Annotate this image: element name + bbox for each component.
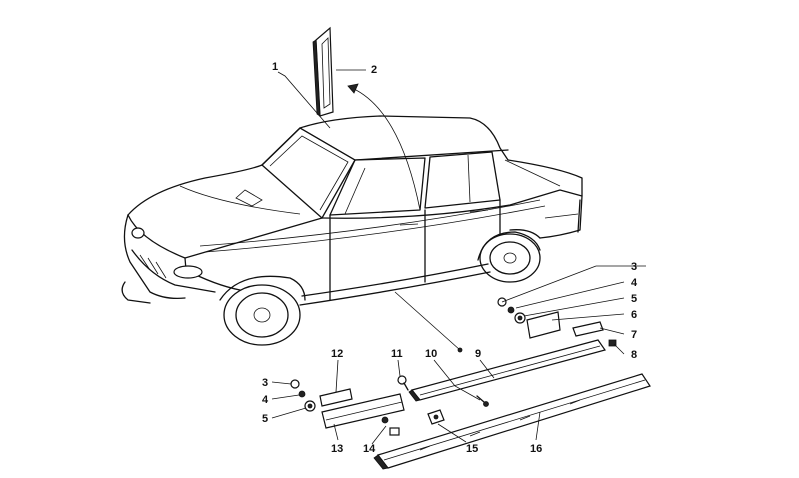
- parts-right-cluster: [373, 297, 651, 470]
- callout-11: 11: [391, 348, 403, 360]
- callout-3-left: 3: [262, 377, 268, 389]
- leader-sill: [394, 291, 461, 351]
- callout-15: 15: [466, 443, 478, 455]
- callout-8: 8: [631, 349, 637, 361]
- part-2-pillar-trim: [312, 26, 334, 117]
- arrow-to-part-2: [351, 87, 421, 211]
- callout-6: 6: [631, 309, 637, 321]
- callout-labels: 1 2 3 4 5 6 7 8 9 10 11 12 3 4 5 13 14 1…: [262, 61, 638, 455]
- callout-4-left: 4: [262, 394, 269, 406]
- callout-5-right: 5: [631, 293, 637, 305]
- car-illustration: [121, 115, 583, 346]
- callout-1: 1: [272, 61, 278, 73]
- callout-2: 2: [371, 64, 377, 76]
- callout-4-right: 4: [631, 277, 638, 289]
- callout-10: 10: [425, 348, 437, 360]
- callout-5-left: 5: [262, 413, 268, 425]
- leader-dot: [457, 347, 463, 353]
- callout-12: 12: [331, 348, 343, 360]
- callout-14: 14: [363, 443, 376, 455]
- leader-lines: [271, 69, 646, 445]
- parts-left-cluster: [290, 375, 489, 436]
- callout-7: 7: [631, 329, 637, 341]
- callout-9: 9: [475, 348, 481, 360]
- arrowhead: [347, 83, 359, 94]
- callout-16: 16: [530, 443, 542, 455]
- callout-13: 13: [331, 443, 343, 455]
- callout-3-right: 3: [631, 261, 637, 273]
